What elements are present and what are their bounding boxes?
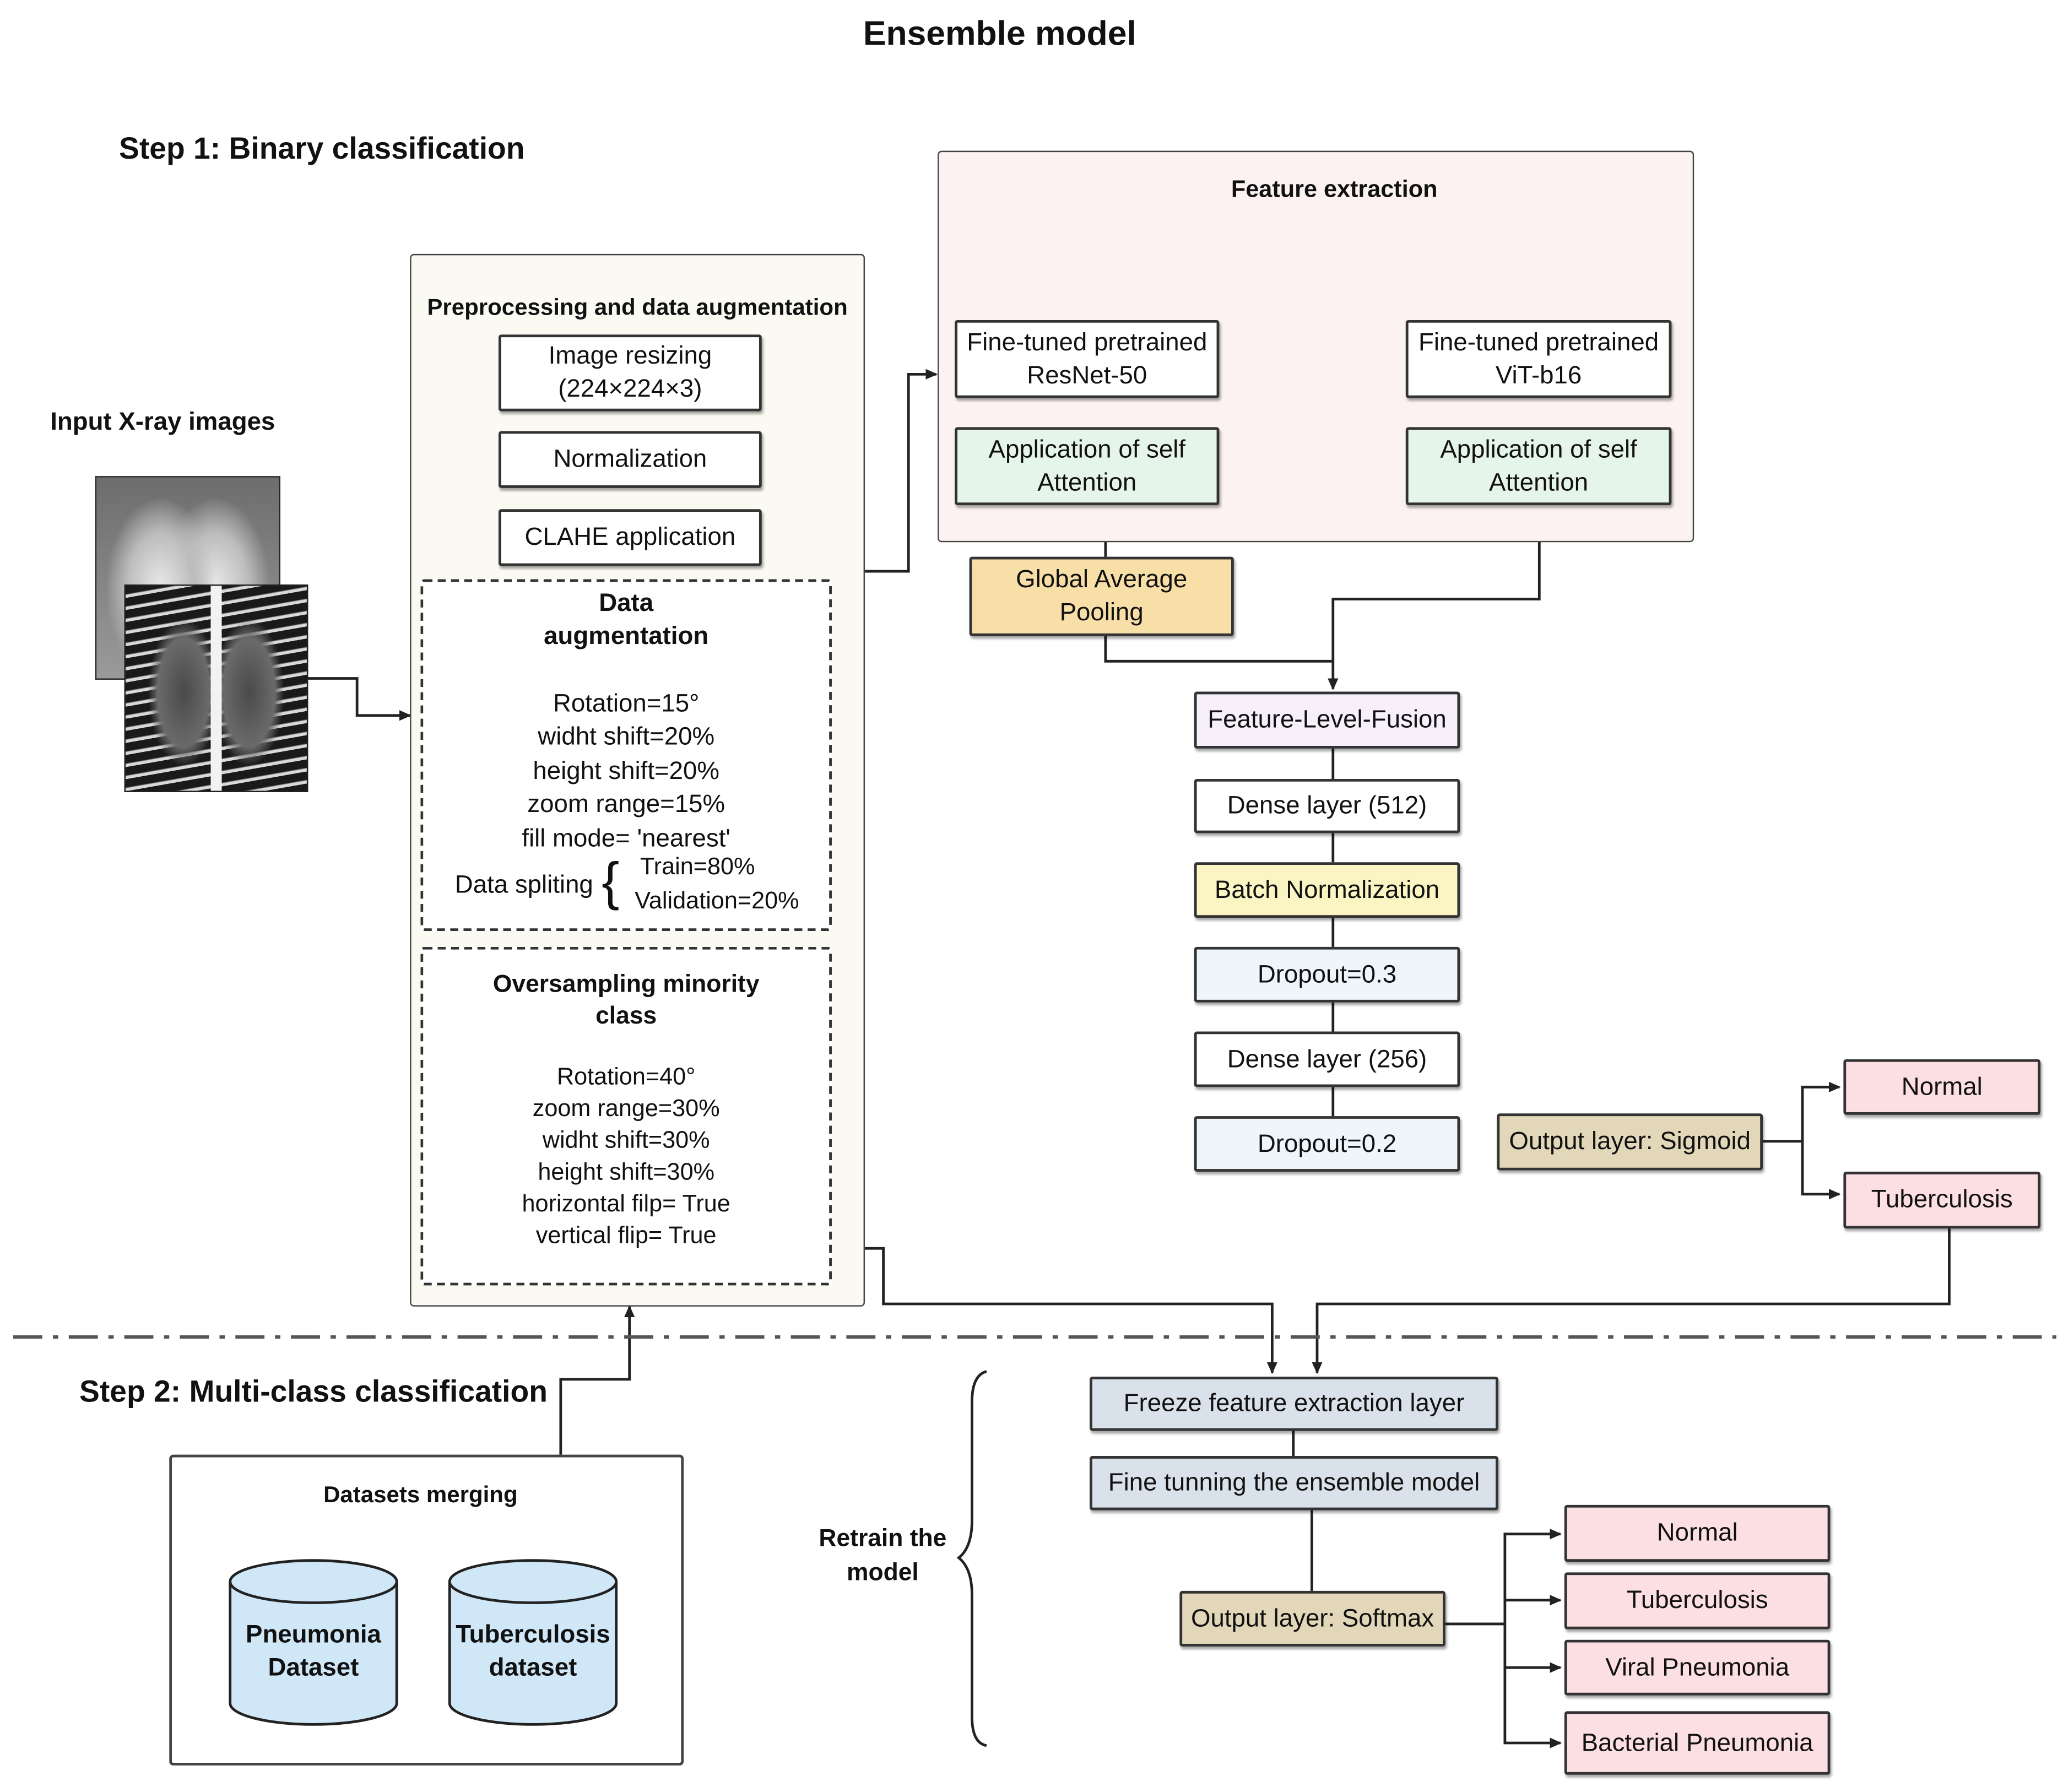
- sigmoid-output-box: Output layer: Sigmoid: [1497, 1113, 1763, 1171]
- preprocessing-title: Preprocessing and data augmentation: [427, 293, 848, 320]
- tuberculosis-dataset-cylinder: [448, 1559, 618, 1726]
- split-train: Train=80%: [640, 853, 755, 880]
- augmentation-title: Data augmentation: [544, 589, 709, 651]
- vit-box: Fine-tuned pretrained ViT-b16: [1405, 320, 1672, 398]
- feature-extraction-title: Feature extraction: [1231, 176, 1438, 203]
- oversampling-box: [420, 946, 832, 1286]
- sigmoid-class-tuberculosis: Tuberculosis: [1843, 1171, 2041, 1229]
- softmax-output-box: Output layer: Softmax: [1179, 1590, 1445, 1647]
- oversampling-param: vertical flip= True: [535, 1222, 717, 1249]
- oversampling-param: height shift=30%: [538, 1158, 715, 1185]
- step2-label: Step 2: Multi-class classification: [79, 1374, 548, 1409]
- dense-512-box: Dense layer (512): [1194, 778, 1460, 833]
- softmax-class-normal: Normal: [1564, 1504, 1831, 1562]
- freeze-layer-box: Freeze feature extraction layer: [1090, 1377, 1498, 1431]
- oversampling-param: horizontal filp= True: [522, 1190, 730, 1217]
- sigmoid-class-normal: Normal: [1843, 1059, 2041, 1115]
- oversampling-title: Oversampling minority class: [492, 969, 760, 1029]
- self-attention-left-box: Application of self Attention: [955, 427, 1220, 506]
- dense-256-box: Dense layer (256): [1194, 1031, 1460, 1087]
- oversampling-param: zoom range=30%: [532, 1095, 720, 1122]
- split-brace: {: [602, 853, 620, 912]
- data-splitting-label: Data spliting: [454, 871, 593, 900]
- resnet-box: Fine-tuned pretrained ResNet-50: [955, 320, 1220, 398]
- dropout-03-box: Dropout=0.3: [1194, 946, 1460, 1003]
- oversampling-param: Rotation=40°: [556, 1063, 696, 1090]
- data-augmentation-box: [420, 579, 832, 932]
- softmax-class-viral-pneumonia: Viral Pneumonia: [1564, 1639, 1831, 1696]
- aug-param: zoom range=15%: [527, 791, 725, 819]
- image-resizing-box: Image resizing (224×224×3): [499, 334, 762, 412]
- self-attention-right-box: Application of self Attention: [1405, 427, 1672, 506]
- fine-tuning-box: Fine tunning the ensemble model: [1090, 1456, 1498, 1511]
- tuberculosis-dataset-label: Tuberculosis dataset: [456, 1621, 610, 1682]
- pneumonia-dataset-label: Pneumonia Dataset: [246, 1621, 381, 1682]
- page-title: Ensemble model: [863, 13, 1136, 53]
- aug-param: Rotation=15°: [553, 690, 700, 718]
- batch-normalization-box: Batch Normalization: [1194, 862, 1460, 918]
- split-validation: Validation=20%: [635, 887, 799, 914]
- global-average-pooling-box: Global Average Pooling: [969, 556, 1234, 636]
- feature-fusion-box: Feature-Level-Fusion: [1194, 691, 1460, 749]
- input-label: Input X-ray images: [50, 408, 275, 437]
- dropout-02-box: Dropout=0.2: [1194, 1116, 1460, 1172]
- retrain-label: Retrain the model: [819, 1523, 947, 1586]
- pneumonia-dataset-cylinder: [229, 1559, 398, 1726]
- softmax-class-bacterial-pneumonia: Bacterial Pneumonia: [1564, 1711, 1831, 1775]
- datasets-merging-title: Datasets merging: [323, 1481, 518, 1508]
- clahe-box: CLAHE application: [499, 509, 762, 566]
- normalization-box: Normalization: [499, 431, 762, 488]
- xray-image-front: [124, 584, 308, 792]
- aug-param: height shift=20%: [533, 757, 719, 786]
- oversampling-param: widht shift=30%: [542, 1127, 710, 1154]
- step1-label: Step 1: Binary classification: [119, 131, 525, 166]
- aug-param: widht shift=20%: [538, 723, 715, 751]
- softmax-class-tuberculosis: Tuberculosis: [1564, 1572, 1831, 1629]
- aug-param: fill mode= 'nearest': [522, 825, 731, 853]
